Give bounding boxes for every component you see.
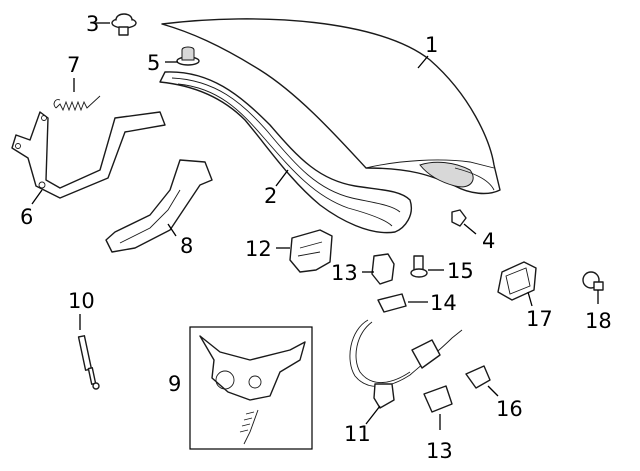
bolt-part bbox=[410, 255, 428, 278]
hinge-cover-part bbox=[105, 159, 213, 253]
callout-4: 4 bbox=[482, 229, 495, 253]
trunk-lid-part bbox=[161, 18, 501, 195]
small-bracket-part bbox=[465, 365, 491, 389]
actuator-clip-part bbox=[371, 253, 395, 285]
callout-3: 3 bbox=[86, 12, 99, 36]
actuator-inset bbox=[189, 326, 313, 450]
callout-leaders bbox=[31, 22, 599, 430]
bumper-stop-part bbox=[111, 13, 137, 36]
torsion-spring-part bbox=[53, 95, 101, 112]
callout-14: 14 bbox=[430, 291, 457, 315]
clip-part bbox=[451, 209, 467, 227]
hinge-part bbox=[11, 111, 166, 199]
callout-13-lower: 13 bbox=[426, 439, 453, 463]
latch-housing-part bbox=[289, 229, 333, 273]
callout-5: 5 bbox=[147, 51, 160, 75]
callout-8: 8 bbox=[180, 234, 193, 258]
callout-18: 18 bbox=[585, 309, 612, 333]
callout-11: 11 bbox=[344, 422, 371, 446]
callout-16: 16 bbox=[496, 397, 523, 421]
callout-13-upper: 13 bbox=[331, 261, 358, 285]
bracket-part bbox=[377, 293, 407, 313]
latch-switch-part bbox=[497, 261, 537, 301]
callout-15: 15 bbox=[447, 259, 474, 283]
callout-7: 7 bbox=[67, 53, 80, 77]
callout-6: 6 bbox=[20, 205, 33, 229]
gas-strut-part bbox=[77, 335, 100, 390]
lower-bracket-part bbox=[423, 385, 453, 413]
connector-part bbox=[582, 271, 604, 291]
weatherstrip-seal-part bbox=[159, 71, 412, 234]
callout-17: 17 bbox=[526, 307, 553, 331]
callout-12: 12 bbox=[245, 237, 272, 261]
grommet-part bbox=[176, 46, 200, 66]
callout-9: 9 bbox=[168, 372, 181, 396]
callout-10: 10 bbox=[68, 289, 95, 313]
callout-1: 1 bbox=[425, 33, 438, 57]
callout-labels: 3 5 7 6 8 1 2 4 12 13 15 14 17 18 10 9 1… bbox=[20, 12, 612, 463]
cable-harness-part bbox=[349, 319, 463, 409]
callout-2: 2 bbox=[264, 184, 277, 208]
